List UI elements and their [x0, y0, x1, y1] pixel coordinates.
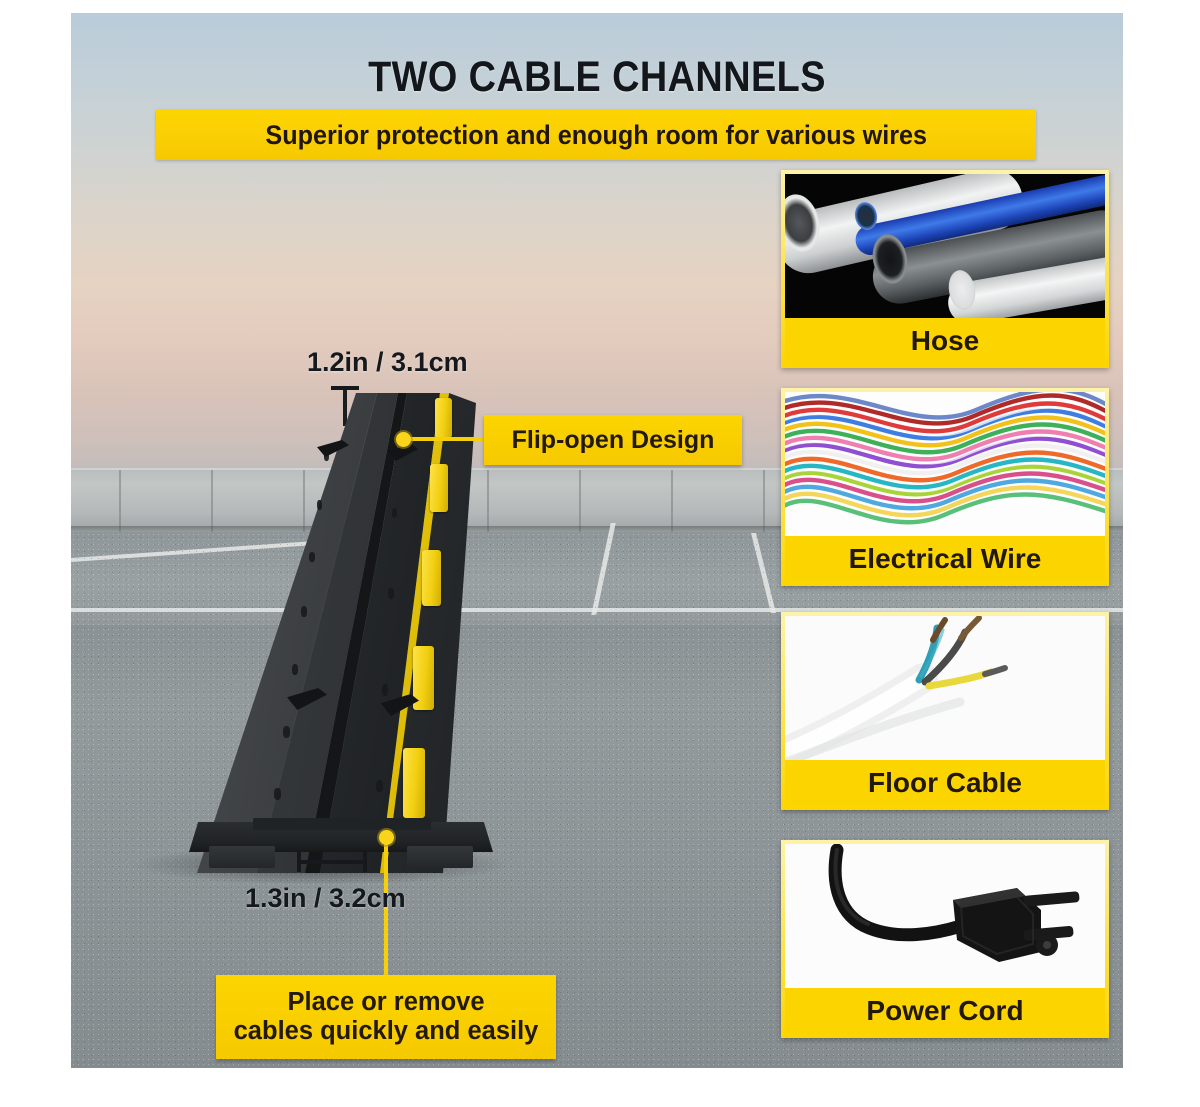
hinge-tab [403, 748, 425, 818]
callout-place-line1: Place or remove [287, 988, 485, 1017]
ramp-vent [376, 780, 383, 792]
product-photo: TWO CABLE CHANNELS Superior protection a… [71, 13, 1123, 1068]
ramp-vent [309, 552, 315, 562]
feature-card-hose: Hose [781, 170, 1109, 368]
leader-line-place [384, 836, 388, 978]
ramp-vent [388, 588, 394, 599]
electrical-wire-photo [785, 392, 1105, 536]
ramp-vent [317, 500, 322, 510]
ramp-vent [392, 508, 397, 518]
measure-tick-left [297, 850, 301, 872]
dimension-label-channel: 1.3in / 3.2cm [245, 883, 406, 913]
power-plug-icon [828, 844, 1080, 962]
wall-shadow [71, 526, 1123, 533]
hinge-tab [413, 646, 434, 710]
ramp-vent [382, 684, 388, 696]
card-label-power-cord: Power Cord [785, 988, 1105, 1034]
ramp-vent [301, 606, 307, 617]
hinge-tab [430, 464, 448, 512]
dimension-label-height: 1.2in / 3.1cm [307, 347, 468, 377]
leader-line-flip [402, 437, 488, 441]
leader-dot-flip [396, 432, 411, 447]
callout-place-remove: Place or remove cables quickly and easil… [216, 975, 556, 1059]
feature-card-power-cord: Power Cord [781, 840, 1109, 1038]
ramp-vent [324, 452, 329, 461]
hinge-tab [435, 398, 452, 438]
callout-flip-open: Flip-open Design [484, 415, 742, 465]
wire-bundle-icon [785, 392, 1105, 525]
feature-card-floor-cable: Floor Cable [781, 612, 1109, 810]
cable-protector-ramp [189, 386, 493, 888]
ramp-foot [407, 846, 473, 868]
measure-tick-right [363, 850, 367, 872]
measure-stem [343, 386, 347, 426]
hose-photo [785, 174, 1105, 318]
ramp-foot [209, 846, 275, 868]
ramp-vent [292, 664, 298, 675]
hinge-tab [422, 550, 441, 606]
subtitle-banner: Superior protection and enough room for … [156, 110, 1036, 160]
power-cord-photo [785, 844, 1105, 988]
floor-cable-icon [785, 616, 1008, 760]
ramp-vent [274, 788, 281, 800]
card-label-hose: Hose [785, 318, 1105, 364]
card-label-floor-cable: Floor Cable [785, 760, 1105, 806]
measure-tick-top [331, 386, 359, 390]
subtitle-text: Superior protection and enough room for … [265, 119, 927, 150]
leader-dot-place [379, 830, 394, 845]
ramp-vent [283, 726, 290, 738]
measure-bar [299, 860, 367, 864]
page-title: TWO CABLE CHANNELS [368, 53, 826, 101]
card-label-electrical-wire: Electrical Wire [785, 536, 1105, 582]
ramp-end-cap [253, 818, 431, 830]
callout-place-line2: cables quickly and easily [233, 1017, 539, 1045]
feature-card-electrical-wire: Electrical Wire [781, 388, 1109, 586]
floor-cable-photo [785, 616, 1105, 760]
